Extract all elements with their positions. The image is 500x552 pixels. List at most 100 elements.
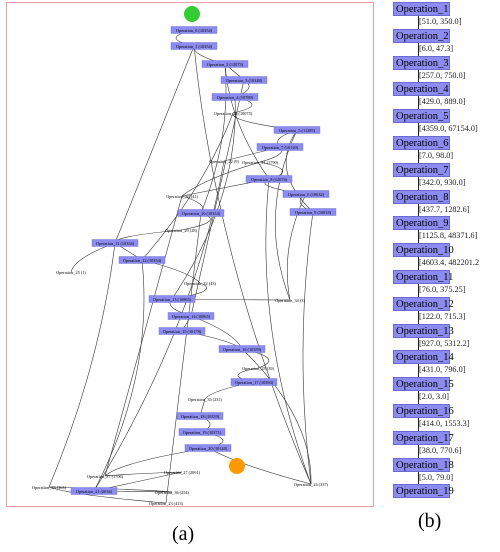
graph-node-box [282, 190, 330, 198]
graph-node-box [245, 175, 293, 183]
chain-arrow [418, 337, 419, 351]
graph-node-label: Operation_17 (10394) [235, 380, 274, 385]
chain-arrow [418, 310, 419, 324]
graph-node-label: Operation_7 (10120) [262, 145, 299, 150]
panel-a-frame [6, 2, 374, 507]
graph-edge [93, 160, 225, 492]
chain-arrow [418, 444, 419, 458]
interval-label: [437.7, 1282.6] [419, 204, 470, 214]
graph-edge [302, 211, 314, 485]
graph-node-box [167, 312, 215, 320]
graph-node-box [220, 76, 268, 84]
graph-node-label: Operation_6 (10632) [288, 192, 325, 197]
operation-box: Operation_15 [393, 377, 454, 392]
graph-node-label: Operation_29 (28) [165, 228, 197, 233]
chain-arrow [418, 96, 419, 110]
graph-node-box [70, 487, 118, 495]
graph-edge [141, 112, 234, 261]
graph-node-label: Operation_13 (10865) [153, 297, 192, 302]
graph-node-label: Operation_0 (10354) [176, 28, 213, 33]
graph-edge [286, 193, 307, 301]
graph-node-label: Operation_35 (231) [188, 397, 223, 402]
graph-node-label: Operation_15 (10178) [163, 329, 202, 334]
graph-node-label: Operation_8 (12074) [251, 177, 288, 182]
operation-box: Operation_2 [393, 28, 450, 43]
graph-node-label: Operation_33 (363) [32, 485, 67, 490]
graph-edge [181, 161, 261, 197]
operation-box: Operation_11 [393, 270, 453, 284]
graph-node-box [273, 126, 321, 134]
graph-node-label: Operation_9 (10818) [295, 210, 332, 215]
operation-box: Operation_16 [393, 404, 454, 418]
graph-node-label: Operation_3 (10348) [226, 78, 263, 83]
graph-node-box [177, 209, 225, 217]
graph-node-box [176, 412, 224, 420]
graph-node-label: Operation_4 (10789) [217, 95, 254, 100]
chain-arrow [418, 42, 419, 56]
graph-node-box [184, 444, 232, 452]
graph-edge [70, 242, 116, 273]
graph-node-label: Operation_34 (3) [275, 298, 305, 303]
chain-arrow [418, 364, 419, 378]
operation-box: Operation_1 [393, 2, 450, 16]
graph-node-label: Operation_21 (2034) [76, 489, 113, 494]
operation-chain: Operation_1[51.0, 350.0]Operation_2[6.0,… [392, 0, 500, 505]
graph-edge [48, 486, 167, 504]
graph-node-label: Operation_11 (10354) [96, 241, 135, 246]
start-node-circle [184, 6, 200, 22]
graph-edge [165, 212, 202, 504]
operation-box: Operation_4 [393, 82, 450, 97]
graph-node-label: Operation_37 (1706) [87, 474, 124, 479]
graph-node-label: Operation_16 (10359) [223, 347, 262, 352]
graph-node-label: Operation_27 (2061) [164, 470, 201, 475]
graph-node-box [91, 239, 139, 247]
operation-box: Operation_17 [393, 430, 454, 445]
caption-b: (b) [418, 510, 442, 532]
graph-edge [285, 129, 314, 213]
caption-a: (a) [172, 523, 195, 545]
operation-box: Operation_19 [393, 484, 454, 499]
chain-arrow [418, 230, 419, 244]
graph-node-label: Operation_28 (39) [242, 366, 274, 371]
interval-label: [122.0, 715.3] [419, 311, 466, 321]
graph-node-box [178, 428, 226, 436]
graph-node-box [230, 378, 278, 386]
chain-arrow [418, 391, 419, 404]
chain-arrow [418, 16, 419, 29]
graph-node-label: Operation_14 (10865) [172, 314, 211, 319]
operation-box: Operation_7 [393, 162, 450, 177]
interval-label: [4359.0, 67154.0] [419, 124, 478, 134]
graph-node-box [170, 42, 218, 50]
graph-node-label: Operation_22 (9) [209, 159, 239, 164]
process-graph: Operation_0 (10354) Operation_1 (10354) Op… [32, 6, 337, 506]
graph-edge [190, 79, 245, 317]
chain-arrow [418, 69, 419, 83]
interval-label: [429.0, 889.0] [419, 97, 466, 107]
interval-label: [4603.4, 482201.2 [419, 258, 480, 268]
interval-label: [927.0, 5312.2] [419, 338, 470, 348]
operation-box: Operation_14 [393, 350, 454, 365]
graph-node-label: Operation_36 (254) [155, 490, 190, 495]
interval-label: [342.0, 930.0] [419, 177, 466, 187]
operation-box: Operation_6 [393, 136, 450, 150]
graph-node-box [201, 60, 249, 68]
interval-label: [1125.8, 48371.6] [419, 231, 478, 241]
operation-box: Operation_9 [393, 216, 450, 231]
graph-node-label: Operation_32 (43) [184, 281, 216, 286]
graph-edge [114, 45, 195, 244]
interval-label: [2.0, 3.0] [419, 392, 450, 402]
graph-node-label: Operation_2 (12073) [207, 62, 244, 67]
interval-label: [38.0, 770.6] [419, 445, 462, 455]
graph-edge [104, 195, 183, 477]
graph-edge [207, 447, 312, 485]
graph-node-label: Operation_19 (10371) [183, 430, 222, 435]
graph-node-box [218, 345, 266, 353]
graph-edge [265, 178, 312, 485]
graph-node-label: Operation_1 (10354) [176, 44, 213, 49]
graph-node-label: Operation_20 (10140) [189, 446, 228, 451]
graph-node-box [256, 143, 304, 151]
graph-node-box [170, 26, 218, 34]
chain-arrow [418, 150, 419, 163]
interval-label: [6.0, 47.3] [419, 43, 454, 53]
graph-edge [171, 96, 236, 300]
